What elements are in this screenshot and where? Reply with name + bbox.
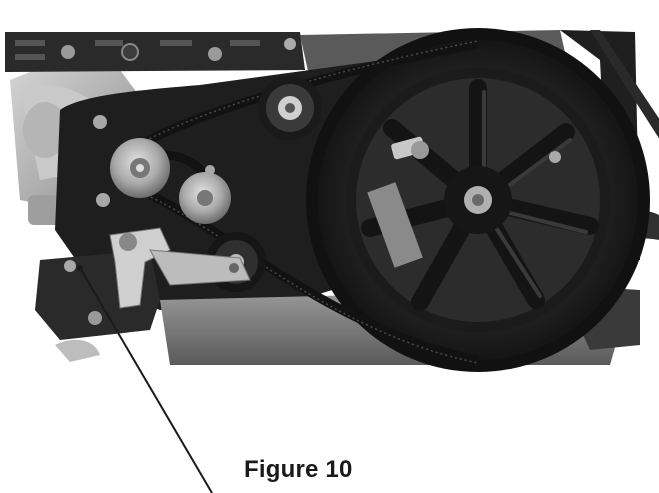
large-pulley [306, 28, 650, 372]
callout-pointer-line [79, 267, 213, 493]
figure-caption: Figure 10 [244, 456, 353, 483]
plate-bolts [64, 115, 215, 272]
tension-lever [109, 227, 251, 309]
idler-pulley-middle [179, 172, 231, 224]
drive-pulley-small [110, 138, 170, 198]
idler-pulley-top [258, 76, 322, 140]
top-mounting-bar [5, 32, 305, 72]
